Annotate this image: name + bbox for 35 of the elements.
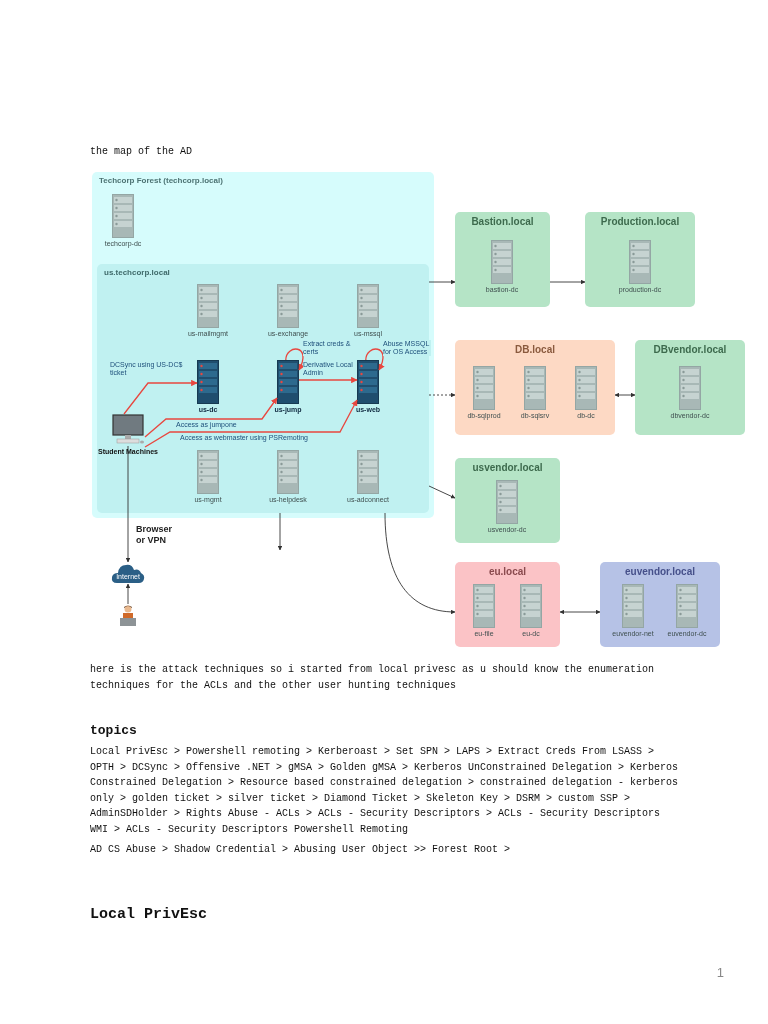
person-icon: [120, 604, 136, 626]
arrow: [123, 379, 198, 415]
caption-text: the map of the AD: [90, 145, 194, 159]
arrow: [144, 397, 278, 438]
domain-panel: [455, 458, 560, 543]
domain-title: euvendor.local: [624, 566, 696, 578]
domain-panel: [585, 212, 695, 307]
paragraph: here is the attack techniques so i started from local privesc as u should know the enumeration techniques for the ACLs and the other user hunting techniques: [90, 663, 656, 693]
edge-label: Browser or VPN: [136, 524, 173, 546]
section-heading: Local PrivEsc: [90, 905, 209, 925]
page-number: 1: [715, 965, 724, 981]
domain-panel: [455, 340, 615, 435]
arrow: [298, 376, 358, 384]
domain-panel: [92, 172, 434, 518]
paragraph: Local PrivEsc > Powershell remoting > Kerberoast > Set SPN > LAPS > Extract Creds From LSASS > OPTH > DCSync > Offensive .NET > gMSA > Golden gMSA > Kerberos UnConstrained Delegation > Kerberos Constrained Delegation > Resource based constrained delegation > constrained delegation - kerberos only > golden ticket > silver ticket > Diamond Ticket > Skeleton Key > DSRM > custom SSP > AdminSDHolder > Rights Abuse - ACLs > ACLs - Security Descriptors > ACLs - Security Descriptors WMI > ACLs - Security Descriptors Powershell Remoting: [90, 745, 680, 837]
domain-title: DBvendor.local: [652, 344, 728, 356]
arrow: [559, 609, 601, 615]
domain-panel: [97, 264, 429, 513]
section-heading: topics: [90, 722, 138, 740]
paragraph: AD CS Abuse > Shadow Credential > Abusing User Object >> Forest Root >: [90, 843, 512, 857]
domain-panel: [455, 562, 560, 647]
arrow: [285, 348, 305, 371]
domain-title: DB.local: [514, 344, 556, 356]
arrow: [614, 392, 636, 398]
domain-title: usvendor.local: [471, 462, 544, 474]
domain-title: Bastion.local: [470, 216, 535, 228]
arrow: [144, 399, 358, 448]
arrow: [365, 348, 385, 371]
domain-panel: [635, 340, 745, 435]
domain-title: Production.local: [599, 216, 681, 228]
domain-title: Techcorp Forest (techcorp.local): [99, 176, 224, 186]
domain-panel: [600, 562, 720, 647]
domain-title: eu.local: [487, 566, 528, 578]
domain-title: us.techcorp.local: [104, 268, 171, 278]
domain-panel: [455, 212, 550, 307]
